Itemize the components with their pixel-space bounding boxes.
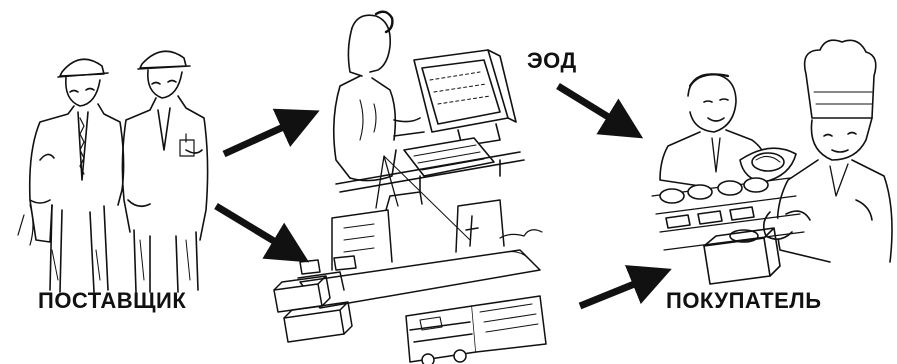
arrow-office-to-buyer	[558, 86, 636, 134]
office-computer-monitor	[414, 50, 516, 146]
office-computer-illustration	[334, 12, 524, 192]
transport-illustration	[274, 156, 546, 364]
buyer-illustration	[652, 40, 892, 284]
buyer-label: ПОКУПАТЕЛЬ	[666, 288, 822, 314]
supplier-label: ПОСТАВЩИК	[38, 288, 186, 314]
cargo-ship	[300, 156, 542, 308]
supplier-workers-illustration	[18, 51, 208, 292]
arrow-supplier-to-transport	[216, 206, 302, 258]
delivery-truck	[406, 296, 546, 364]
supplier-worker-left	[18, 59, 124, 292]
arrow-supplier-to-office	[224, 114, 312, 154]
supplier-worker-right	[122, 51, 207, 292]
edi-label: ЭОД	[527, 48, 577, 74]
buyer-food-display	[652, 148, 804, 284]
arrow-transport-to-buyer	[580, 272, 664, 306]
